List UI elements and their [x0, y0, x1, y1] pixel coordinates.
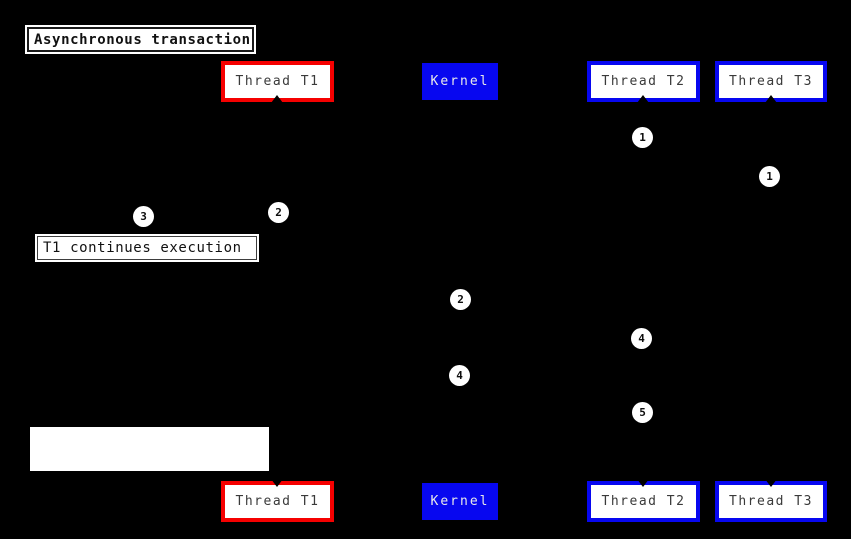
note-t1-continues-execution: T1 continues execution: [37, 236, 257, 260]
lifeline-arrowhead-icon: [271, 95, 283, 103]
lifeline-arrowhead-icon: [271, 479, 283, 487]
marker-step-5-t2: 5: [632, 402, 653, 423]
marker-step-3-t1: 3: [133, 206, 154, 227]
marker-step-2-t1: 2: [268, 202, 289, 223]
marker-step-1-t2: 1: [632, 127, 653, 148]
diagram-title: Asynchronous transaction: [27, 27, 254, 52]
participant-top-kernel: Kernel: [422, 63, 498, 100]
participant-bottom-thread-t3: Thread T3: [715, 481, 827, 522]
marker-step-1-t3: 1: [759, 166, 780, 187]
participant-bottom-thread-t1: Thread T1: [221, 481, 334, 522]
lifeline-arrowhead-icon: [765, 479, 777, 487]
marker-step-4-t2: 4: [631, 328, 652, 349]
marker-step-2-kernel: 2: [450, 289, 471, 310]
lifeline-arrowhead-icon: [765, 95, 777, 103]
empty-note-box: [30, 427, 269, 471]
participant-bottom-thread-t2: Thread T2: [587, 481, 700, 522]
participant-bottom-kernel: Kernel: [422, 483, 498, 520]
lifeline-arrowhead-icon: [637, 479, 649, 487]
marker-step-4-kernel: 4: [449, 365, 470, 386]
lifeline-arrowhead-icon: [637, 95, 649, 103]
